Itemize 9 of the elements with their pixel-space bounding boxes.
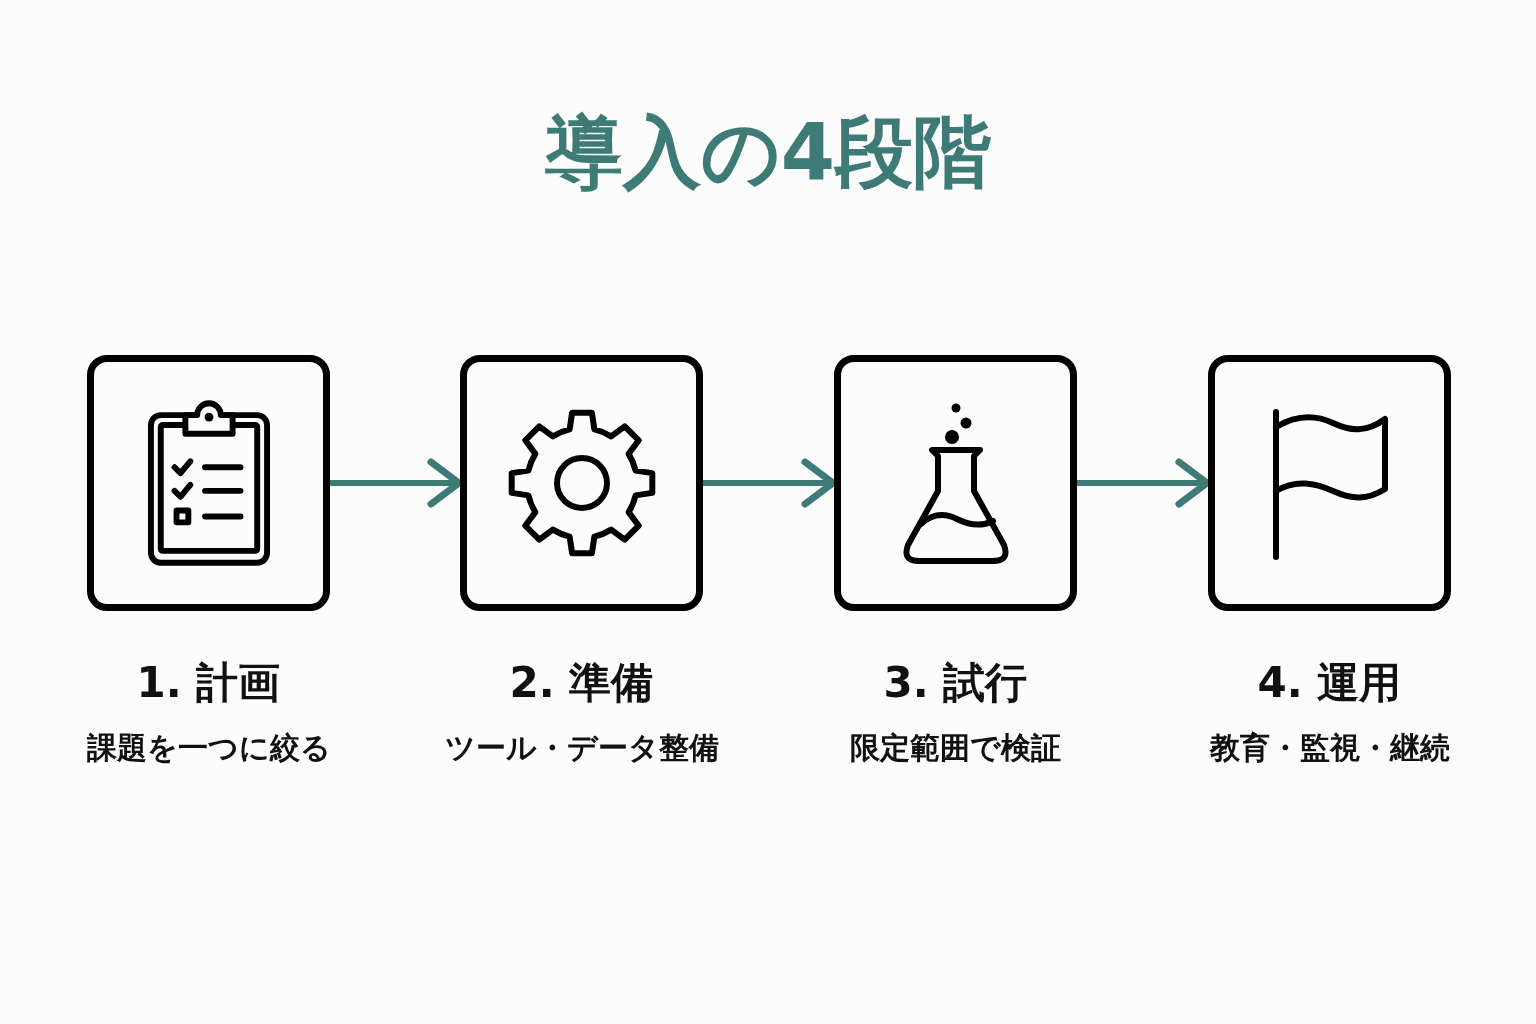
- step-description: 教育・監視・継続: [1209, 730, 1450, 766]
- step-description: ツール・データ整備: [444, 730, 719, 766]
- diagram-title: 導入の4段階: [544, 106, 992, 199]
- step-description: 限定範囲で検証: [850, 730, 1061, 766]
- step-title: 2. 準備: [509, 658, 654, 709]
- step-title: 4. 運用: [1257, 658, 1402, 709]
- step-title: 1. 計画: [136, 658, 281, 709]
- step-description: 課題を一つに絞る: [86, 730, 331, 766]
- step-title: 3. 試行: [883, 658, 1028, 709]
